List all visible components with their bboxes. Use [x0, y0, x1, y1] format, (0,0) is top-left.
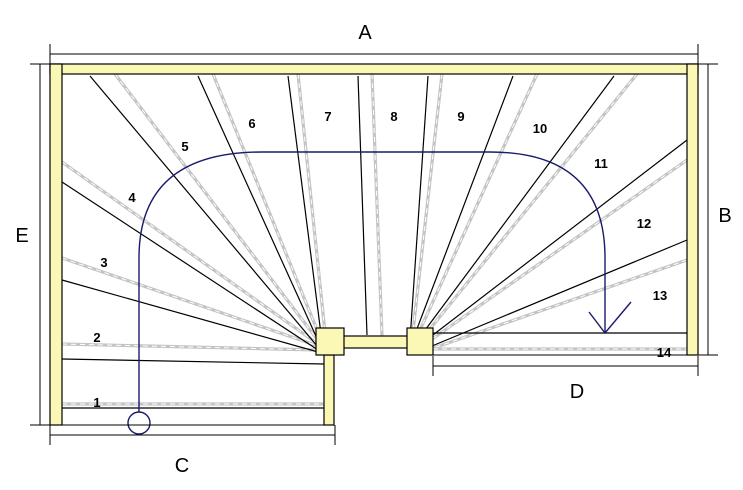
step-number: 6 [248, 116, 255, 131]
stair-frame [49, 63, 699, 426]
tread-line [413, 75, 615, 346]
stair-treads [60, 72, 689, 409]
dimension-label-d: D [570, 381, 584, 403]
dimension-labels: A B C D E [15, 22, 731, 477]
walk-line [127, 151, 632, 435]
step-number: 2 [93, 330, 100, 345]
step-number: 10 [533, 121, 547, 136]
walk-line-arrow-icon [588, 301, 632, 335]
tread-line [287, 75, 323, 343]
step-number: 13 [653, 288, 667, 303]
dimension-label-c: C [175, 455, 189, 477]
walk-line-start-circle [127, 411, 151, 435]
step-numbers: 1 2 3 4 5 6 7 8 9 10 11 12 13 14 [93, 109, 672, 410]
dimension-label-e: E [15, 225, 28, 247]
tread-line [419, 239, 688, 352]
step-number: 8 [390, 109, 397, 124]
tread-line [89, 75, 319, 348]
right-newel-post [406, 327, 434, 356]
dimension-label-a: A [358, 22, 372, 44]
right-stringer [686, 63, 699, 356]
step-number: 14 [657, 345, 672, 360]
step-number: 3 [100, 255, 107, 270]
dimension-label-b: B [718, 205, 731, 227]
tread-line [357, 75, 368, 336]
tread-line [415, 139, 688, 349]
tread-highlight [410, 72, 444, 342]
tread-highlight [296, 72, 328, 344]
step-number: 1 [93, 395, 100, 410]
step-number: 4 [128, 190, 136, 205]
top-stringer [49, 63, 699, 75]
step-number: 7 [324, 109, 331, 124]
landing-beam [339, 335, 411, 349]
tread-line [61, 181, 319, 351]
center-stringer [323, 354, 335, 426]
tread-line [411, 75, 514, 343]
tread-line [61, 279, 319, 353]
walk-line-path [138, 151, 606, 412]
dimension-lines [30, 44, 718, 445]
tread-line [61, 358, 325, 365]
left-stringer [49, 63, 63, 426]
step-number: 12 [637, 216, 651, 231]
step-number: 9 [457, 109, 464, 124]
tread-line [197, 75, 321, 346]
step-number: 11 [594, 156, 608, 171]
left-newel-post [315, 327, 345, 356]
step-number: 5 [181, 139, 188, 154]
tread-line [409, 75, 429, 341]
